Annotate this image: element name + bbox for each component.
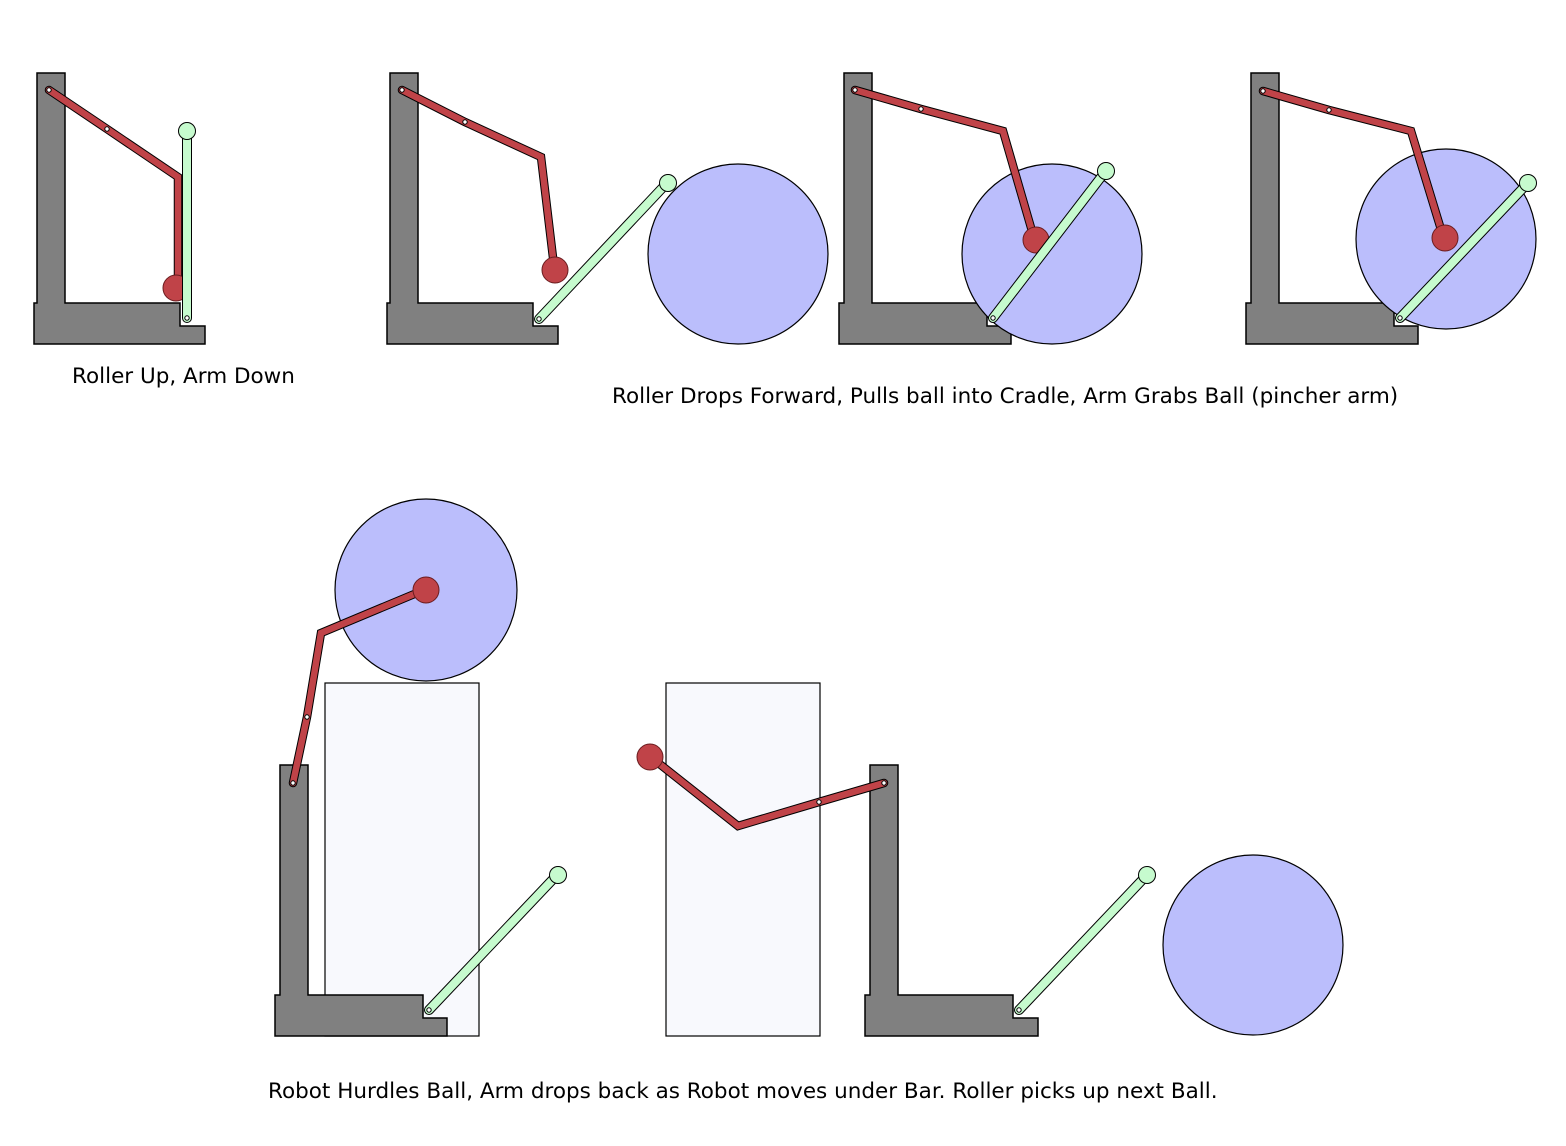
pincher-arm-tip [1097, 162, 1115, 180]
roller-arm [397, 85, 569, 284]
roller-arm [288, 576, 440, 788]
roller-head [412, 576, 440, 604]
roller-arm [636, 743, 889, 831]
pincher-arm-tip [1519, 174, 1537, 192]
roller-arm [1258, 86, 1459, 252]
next-ball [1162, 854, 1344, 1036]
robot-frame [274, 764, 448, 1037]
pincher-arm [1395, 174, 1537, 323]
pincher-arm [1014, 866, 1156, 1015]
panel-robot-under-bar [636, 682, 1344, 1037]
pincher-arm [988, 162, 1115, 323]
panel-roller-up [33, 72, 206, 345]
pincher-arm [534, 174, 677, 324]
pincher-arm [178, 122, 196, 323]
panel-arm-grabs-ball [1245, 72, 1537, 345]
pincher-arm-tip [659, 174, 677, 192]
caption-robot-hurdles: Robot Hurdles Ball, Arm drops back as Ro… [268, 1079, 1218, 1104]
panel-robot-hurdles-ball [274, 498, 567, 1037]
caption-roller-up: Roller Up, Arm Down [72, 364, 295, 389]
robot-frame [1245, 72, 1419, 345]
caption-roller-drops: Roller Drops Forward, Pulls ball into Cr… [612, 384, 1398, 409]
ball [647, 163, 829, 345]
roller-head [1431, 224, 1459, 252]
roller-head [541, 256, 569, 284]
panel-roller-drops [386, 72, 829, 345]
robot-frame [33, 72, 206, 345]
roller-head [636, 743, 664, 771]
robot-frame [386, 72, 559, 345]
pincher-arm-tip [549, 866, 567, 884]
bar [665, 682, 821, 1037]
pincher-arm [424, 866, 567, 1015]
pincher-arm-tip [178, 122, 196, 140]
robot-frame [864, 764, 1039, 1037]
panel-pulls-ball-into-cradle [838, 72, 1143, 345]
pincher-arm-tip [1138, 866, 1156, 884]
roller-arm [44, 85, 190, 302]
